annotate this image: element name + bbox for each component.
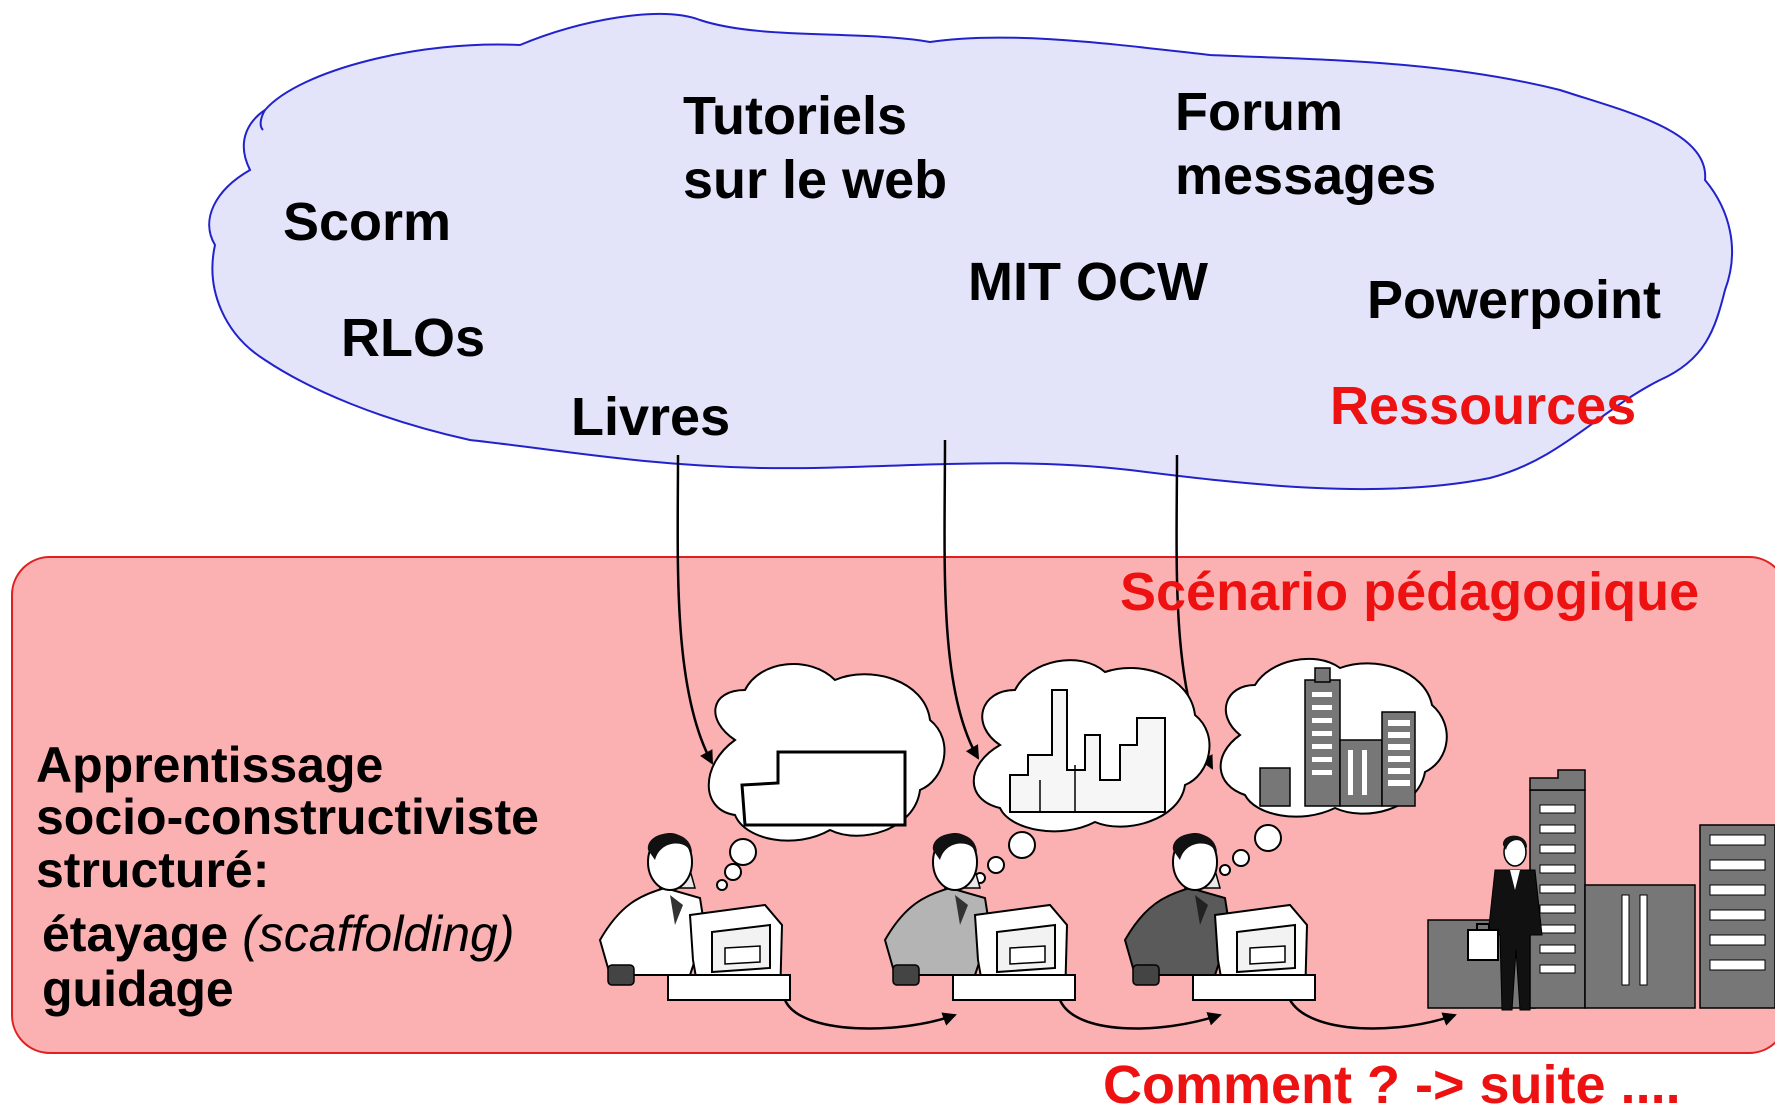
thought-bubble-1 bbox=[707, 663, 946, 891]
label-livres: Livres bbox=[571, 387, 731, 447]
arrow-step2-to-step3 bbox=[1058, 999, 1222, 1030]
arrow-livres-to-step1 bbox=[676, 454, 714, 765]
worker-3 bbox=[1123, 833, 1316, 1001]
label-mit-ocw: MIT OCW bbox=[968, 252, 1208, 312]
scaffolding-text: (scaffolding) bbox=[242, 906, 515, 962]
arrow-mit-to-step2 bbox=[943, 439, 980, 760]
label-tutoriels-text: Tutoriels sur le web bbox=[683, 86, 948, 210]
label-ressources: Ressources bbox=[1330, 376, 1637, 436]
scenario-guidage: guidage bbox=[42, 961, 234, 1017]
label-scorm: Scorm bbox=[283, 192, 452, 252]
cloud-tail-stroke bbox=[259, 109, 266, 131]
scenario-heading-2: socio-constructiviste bbox=[36, 789, 539, 845]
label-forum-text: Forum messages bbox=[1175, 82, 1437, 206]
scenario-title: Scénario pédagogique bbox=[1120, 562, 1700, 622]
businessman-icon bbox=[1467, 835, 1543, 1011]
scenario-etayage-line: étayage (scaffolding) bbox=[42, 907, 514, 961]
label-rlos: RLOs bbox=[341, 308, 486, 368]
label-tutoriels: Tutoriels sur le web bbox=[683, 84, 947, 212]
label-forum: Forum messages bbox=[1175, 80, 1436, 208]
footer-next-link[interactable]: Comment ? -> suite .... bbox=[1103, 1055, 1681, 1115]
arrow-step3-to-city bbox=[1288, 999, 1457, 1030]
worker-1 bbox=[598, 833, 791, 1001]
etayage-text: étayage bbox=[42, 906, 229, 962]
building-outline-sketch bbox=[1009, 689, 1166, 813]
thought-bubble-3 bbox=[1219, 657, 1448, 876]
label-powerpoint: Powerpoint bbox=[1367, 270, 1661, 330]
scenario-heading-1: Apprentissage bbox=[36, 737, 384, 793]
arrow-step1-to-step2 bbox=[783, 999, 957, 1030]
resources-cloud bbox=[208, 13, 1734, 491]
scenario-heading-3: structuré: bbox=[36, 842, 270, 898]
floor-plan-sketch bbox=[740, 750, 907, 827]
city-sketch bbox=[1259, 667, 1416, 807]
thought-bubble-2 bbox=[972, 659, 1211, 884]
worker-2 bbox=[883, 833, 1076, 1001]
